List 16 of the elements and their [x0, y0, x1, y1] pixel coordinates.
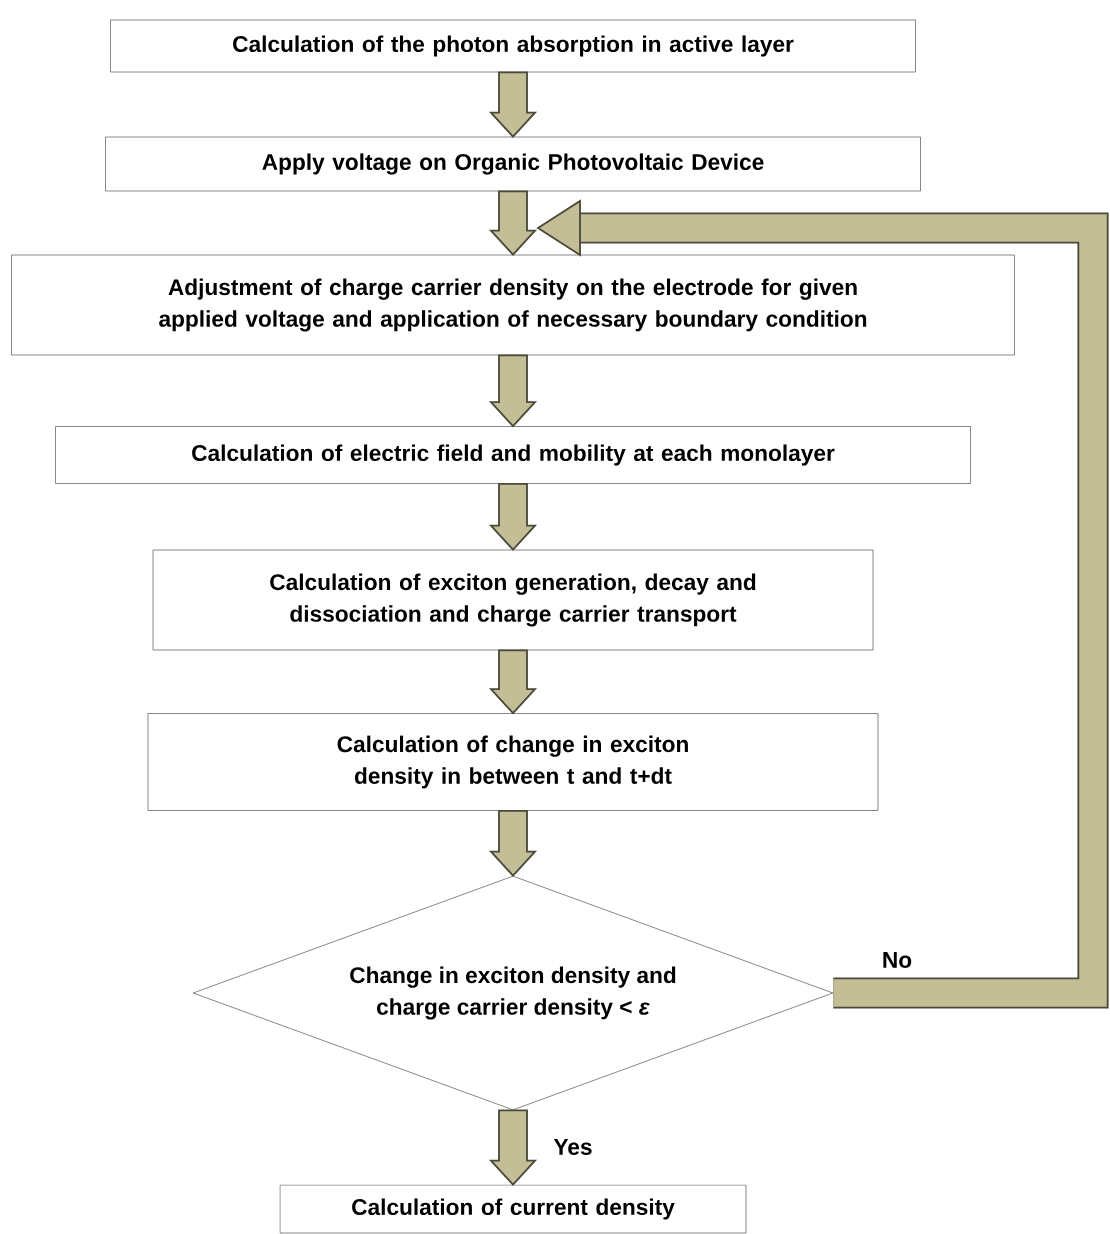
block-arrow [488, 71, 538, 139]
block-arrow [488, 190, 538, 257]
block-arrow [488, 649, 538, 715]
edge-label: No [883, 952, 912, 968]
block-arrow [488, 354, 538, 428]
process-box: Calculation of exciton generation, decay and dissociation and charge carrier transport [152, 549, 874, 651]
block-arrow [488, 1109, 538, 1187]
block-arrow [488, 809, 538, 878]
block-arrow [488, 482, 538, 552]
process-box: Apply voltage on Organic Photovoltaic Device [105, 136, 921, 192]
process-box: Calculation of change in exciton density in between t and t+dt [147, 713, 879, 811]
process-box: Calculation of electric field and mobility at each monolayer [55, 426, 971, 484]
process-box: Calculation of the photon absorption in active layer [110, 19, 916, 73]
process-box: Calculation of current density [279, 1184, 747, 1234]
process-box: Adjustment of charge carrier density on the electrode for given applied voltage and application of necessary boundary condition [11, 254, 1015, 356]
edge-label: Yes [553, 1139, 592, 1155]
